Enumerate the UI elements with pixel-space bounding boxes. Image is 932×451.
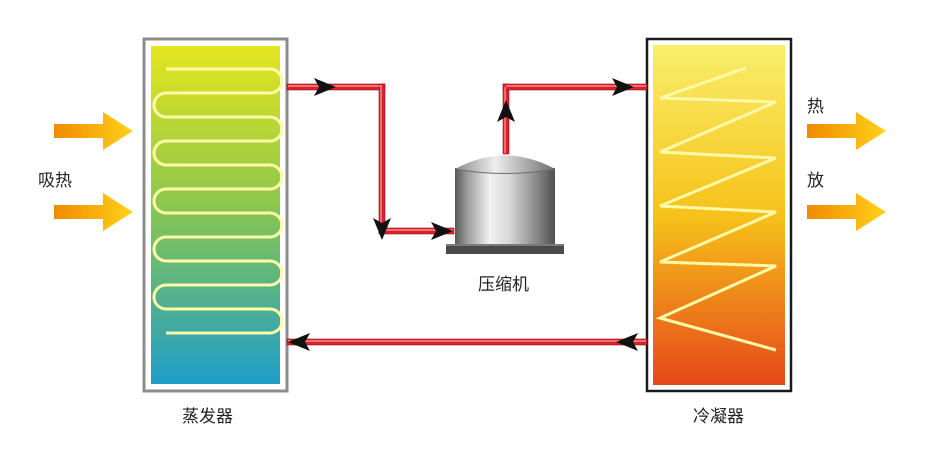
absorb-heat-label: 吸热	[38, 171, 72, 191]
condenser-coil	[655, 66, 777, 352]
release-heat-label-2: 放	[807, 171, 824, 191]
flow-arrow-right-1	[314, 78, 336, 96]
flow-arrow-down	[373, 218, 391, 240]
flow-arrow-right-2	[431, 222, 453, 240]
evaporator-coil	[152, 67, 284, 335]
flow-arrows	[288, 78, 638, 351]
heat-out-arrow-bottom	[807, 193, 886, 231]
condenser	[645, 37, 793, 393]
flow-arrow-left-1	[616, 333, 638, 351]
heat-out-arrow-top	[807, 112, 886, 150]
heat-in-arrow-bottom	[54, 193, 133, 231]
flow-arrow-left-2	[288, 333, 310, 351]
release-heat-label-1: 热	[807, 97, 824, 117]
flow-arrow-right-3	[612, 78, 634, 96]
heat-in-arrow-top	[54, 112, 133, 150]
compressor-label: 压缩机	[478, 275, 529, 295]
evaporator	[142, 37, 289, 393]
flow-arrow-up	[497, 100, 515, 122]
evaporator-label: 蒸发器	[182, 407, 233, 427]
compressor	[446, 155, 564, 254]
condenser-label: 冷凝器	[693, 407, 744, 427]
